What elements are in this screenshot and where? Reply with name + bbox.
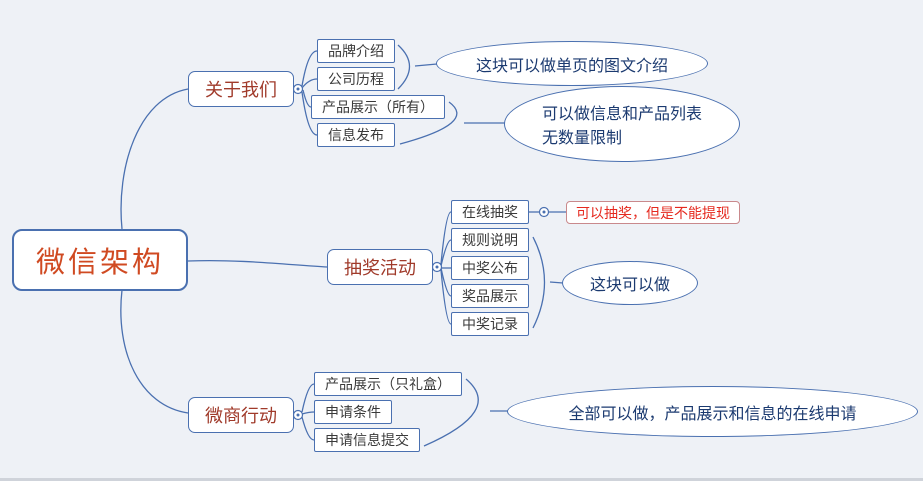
junction-dot-core (296, 413, 300, 417)
junction-dot-core (542, 210, 546, 214)
connector-weishang-child-0 (301, 383, 315, 413)
branch-node-lottery[interactable]: 抽奖活动 (327, 249, 433, 285)
note-ellipse-about-top[interactable]: 这块可以做单页的图文介绍 (436, 41, 708, 86)
connector-weishang-child-2 (301, 416, 315, 441)
junction-dot-core (296, 87, 300, 91)
child-node-prize-display[interactable]: 奖品展示 (451, 284, 529, 308)
connector-about-child-1 (301, 78, 318, 89)
brace-about-top-link (414, 63, 438, 67)
branch-node-weishang[interactable]: 微商行动 (188, 397, 294, 433)
child-node-info-release[interactable]: 信息发布 (317, 123, 395, 147)
child-node-company-history[interactable]: 公司历程 (317, 67, 395, 91)
connector-root-weishang (120, 289, 189, 414)
child-node-winning-records[interactable]: 中奖记录 (451, 312, 529, 336)
callout-lottery-note[interactable]: 可以抽奖，但是不能提现 (566, 201, 740, 224)
child-node-winners-announcement[interactable]: 中奖公布 (451, 256, 529, 280)
child-node-online-lottery[interactable]: 在线抽奖 (451, 200, 529, 224)
connector-lottery-child-4 (440, 269, 452, 325)
connector-weishang-child-1 (301, 411, 315, 415)
branch-node-about-us[interactable]: 关于我们 (188, 71, 294, 107)
brace-lottery (532, 236, 546, 329)
child-node-product-display-giftbox[interactable]: 产品展示（只礼盒） (314, 372, 462, 396)
connector-lottery-child-0 (440, 211, 452, 265)
child-node-brand-intro[interactable]: 品牌介绍 (317, 39, 395, 63)
child-node-product-display-all[interactable]: 产品展示（所有） (311, 95, 445, 119)
connector-root-about (120, 88, 189, 230)
connector-lottery-child-3 (440, 267, 452, 297)
connector-about-child-0 (301, 50, 318, 87)
root-node[interactable]: 微信架构 (12, 229, 188, 291)
connector-about-child-2 (302, 89, 312, 108)
note-ellipse-about-bottom[interactable]: 可以做信息和产品列表 无数量限制 (504, 86, 740, 162)
brace-about-bottom (399, 101, 458, 145)
brace-weishang (423, 378, 479, 447)
connector-about-child-3 (301, 91, 318, 136)
brace-lottery-link (549, 281, 564, 284)
note-ellipse-weishang[interactable]: 全部可以做，产品展示和信息的在线申请 (507, 386, 918, 437)
child-node-application-conditions[interactable]: 申请条件 (314, 400, 392, 424)
note-ellipse-lottery[interactable]: 这块可以做 (562, 261, 698, 305)
brace-about-top (397, 44, 411, 90)
connector-root-lottery (187, 259, 328, 268)
child-node-rules[interactable]: 规则说明 (451, 228, 529, 252)
connector-lottery-child-1 (440, 239, 452, 267)
child-node-application-submit[interactable]: 申请信息提交 (314, 428, 420, 452)
junction-dot-core (435, 265, 439, 269)
